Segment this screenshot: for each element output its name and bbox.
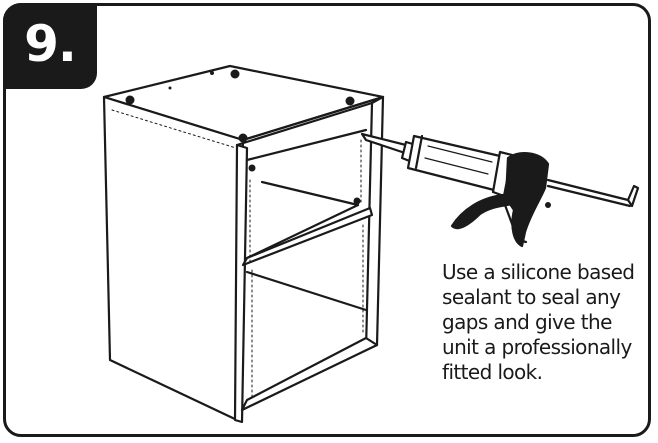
cabinet-carcass xyxy=(102,64,385,424)
instruction-line: gaps and give the xyxy=(442,310,612,334)
instruction-line: sealant to seal any xyxy=(442,285,621,309)
instruction-line: Use a silicone based xyxy=(442,260,635,284)
instruction-line: fitted look. xyxy=(442,360,543,384)
instruction-line: unit a professionally xyxy=(442,335,632,359)
step-number: 9. xyxy=(24,15,77,73)
silicone-gun-icon xyxy=(360,132,640,248)
instruction-text: Use a silicone based sealant to seal any… xyxy=(442,260,652,385)
step-number-badge: 9. xyxy=(3,3,97,89)
